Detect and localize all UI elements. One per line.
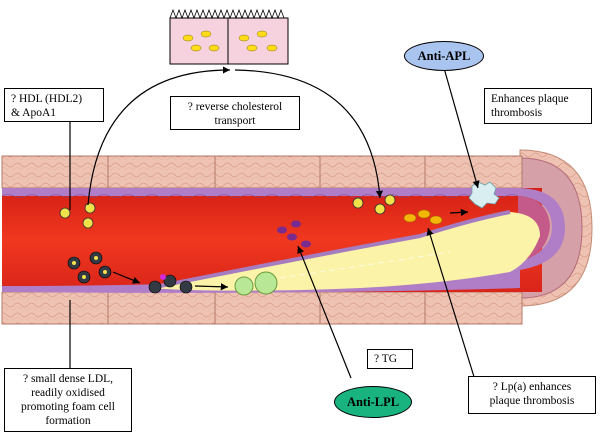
label-enhances-plaque-thrombosis: Enhances plaque thrombosis <box>484 88 592 124</box>
label-tg: ? TG <box>367 349 413 369</box>
label-hdl-line: ? HDL (HDL2) <box>11 93 83 105</box>
anti-apl-oval: Anti-APL <box>404 41 484 71</box>
arrows <box>69 66 480 381</box>
label-apoa1-line: & ApoA1 <box>11 107 57 119</box>
label-enhances-line2: thrombosis <box>491 107 543 119</box>
foam-cells <box>234 271 278 296</box>
label-lpa: ? Lp(a) enhances plaque thrombosis <box>468 376 596 414</box>
label-enhances-line1: Enhances plaque <box>491 93 569 105</box>
anti-lpl-oval: Anti-LPL <box>334 386 412 418</box>
lpa-particles <box>403 209 443 225</box>
label-sdldl-line4: formation <box>45 415 91 427</box>
label-lpa-line2: plaque thrombosis <box>489 395 575 407</box>
label-reverse-line2: transport <box>214 115 256 127</box>
label-sdldl-line1: ? small dense LDL, <box>22 373 114 385</box>
thrombus <box>468 181 500 209</box>
label-lpa-line1: ? Lp(a) enhances <box>492 381 572 393</box>
label-small-dense-ldl: ? small dense LDL, readily oxidised prom… <box>4 368 132 432</box>
label-tg-text: ? TG <box>374 353 398 365</box>
label-hdl-apoa1: ? HDL (HDL2) & ApoA1 <box>4 88 104 122</box>
tg-particles <box>277 220 311 248</box>
label-sdldl-line3: promoting foam cell <box>21 401 115 413</box>
liver-cells-illustration <box>169 8 289 65</box>
hdl-particles <box>59 194 396 229</box>
artery-vessel <box>1 149 593 325</box>
label-reverse-cholesterol-transport: ? reverse cholesterol transport <box>170 96 300 130</box>
label-sdldl-line2: readily oxidised <box>31 387 105 399</box>
ldl-particles <box>67 251 193 294</box>
label-reverse-line1: ? reverse cholesterol <box>187 101 283 113</box>
